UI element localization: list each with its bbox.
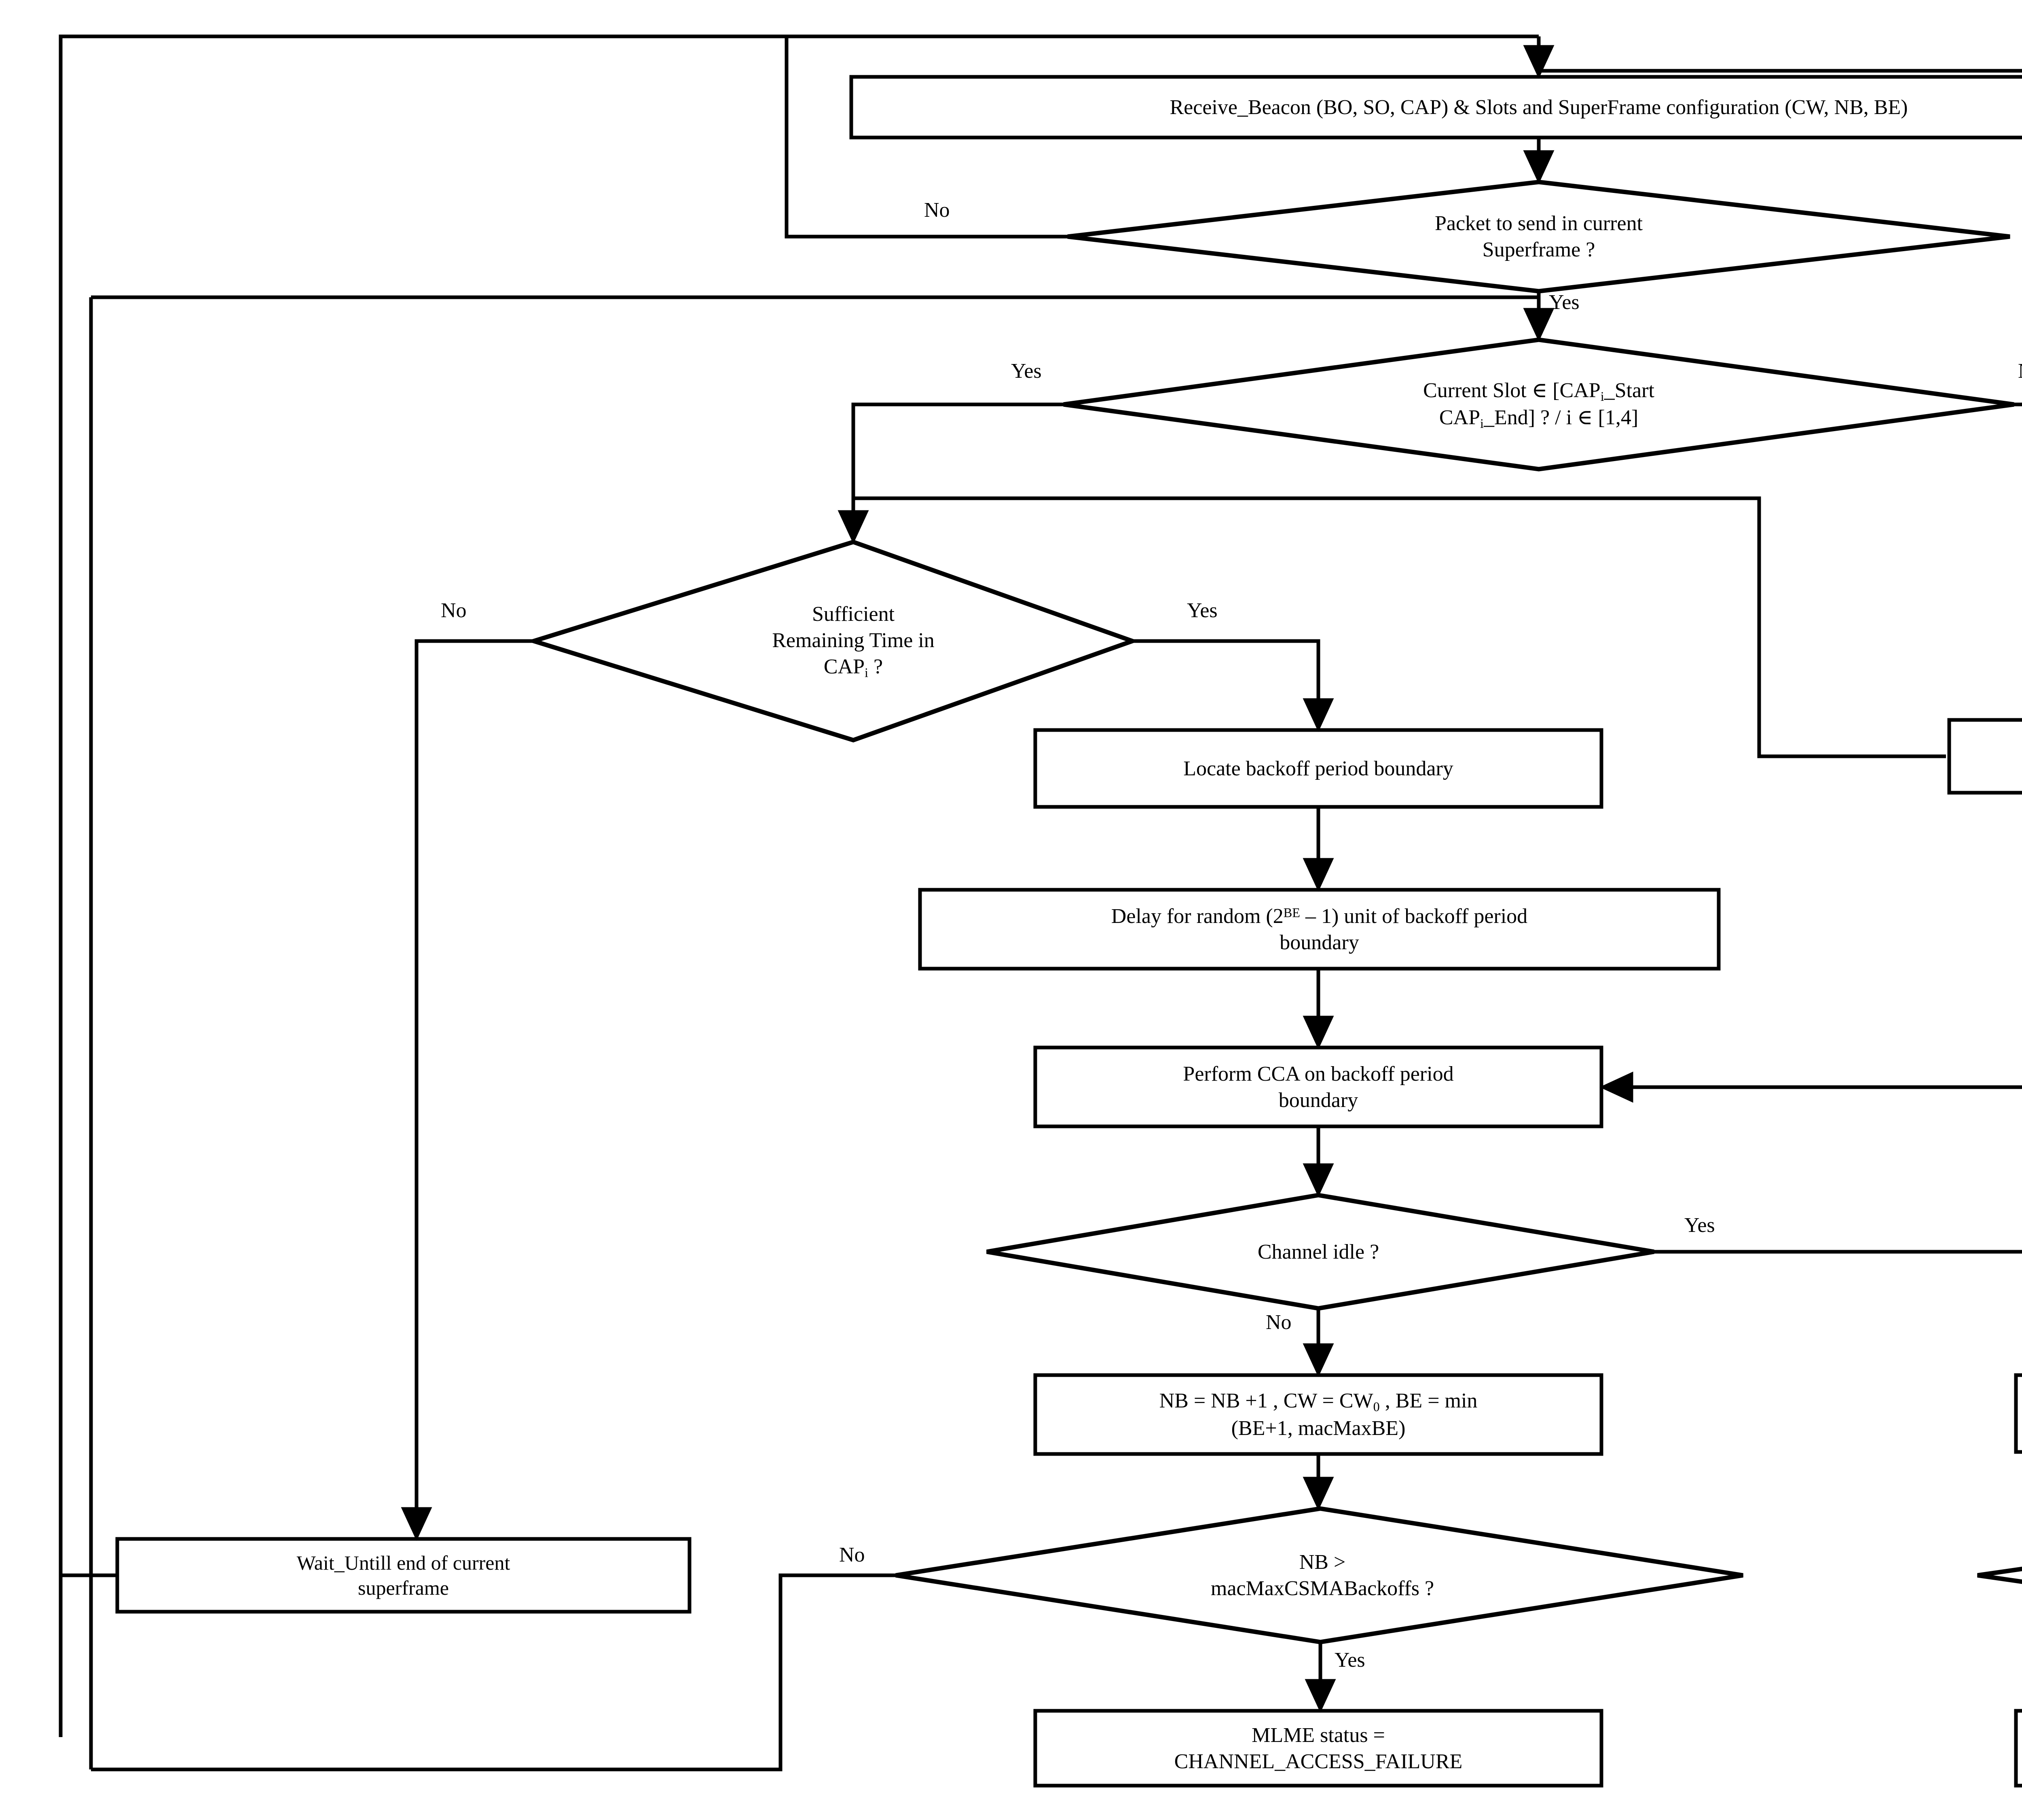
- edge-label-sufficient-no: No: [441, 599, 467, 622]
- edge-insufficient-to-wait: [853, 496, 1946, 758]
- edge-slot-in-cap-yes: [838, 402, 1064, 544]
- shape-nb-cw-be: [1033, 1373, 1603, 1456]
- edge-label-packet-no: No: [924, 199, 950, 222]
- shape-channel-idle: [986, 1193, 1654, 1311]
- edge-label-nbgt-no: No: [839, 1543, 865, 1566]
- shape-packet-to-send: [1067, 180, 2010, 294]
- edge-label-sufficient-yes: Yes: [1187, 599, 1218, 622]
- shape-cw-decrement: [2014, 1373, 2022, 1454]
- shape-cw-zero: [1977, 1566, 2022, 1584]
- edge-nbgt-no: [91, 1573, 896, 1771]
- edge-slot-in-cap-no: [2014, 402, 2022, 406]
- edge-sufficient-yes: [1132, 639, 1334, 732]
- shape-receive-beacon: [849, 75, 2022, 140]
- edge-cwzero-no: [1599, 1071, 2022, 1103]
- edge-label-channel-idle-yes: Yes: [1684, 1214, 1715, 1237]
- edge-channel-idle-yes: [1654, 1250, 2022, 1254]
- shape-send-packet: [2014, 1709, 2022, 1788]
- shape-current-slot-in-cap: [1063, 337, 2014, 472]
- shape-mlme-status: [1033, 1709, 1603, 1788]
- shape-delay-random: [918, 888, 1721, 971]
- shape-wait-end-superframe-left: [115, 1537, 692, 1614]
- edge-label-slot-in-cap-no: No: [2018, 359, 2022, 383]
- edge-label-slot-in-cap-yes: Yes: [1011, 360, 1042, 383]
- edge-label-packet-yes: Yes: [1549, 291, 1580, 314]
- edge-label-nbgt-yes: Yes: [1335, 1649, 1365, 1672]
- edge-sufficient-no: [401, 639, 534, 1541]
- edge-packet-no: [785, 36, 1068, 239]
- shape-locate-backoff: [1033, 728, 1603, 809]
- shape-perform-cca: [1033, 1045, 1603, 1128]
- shape-nb-gt-backoffs: [895, 1506, 1743, 1644]
- edge-label-channel-idle-no: No: [1266, 1311, 1292, 1334]
- shape-wait-current-slot: [1947, 718, 2022, 795]
- edge-outer-loop-left: [59, 34, 1539, 1737]
- shape-sufficient-remaining: [526, 540, 1139, 743]
